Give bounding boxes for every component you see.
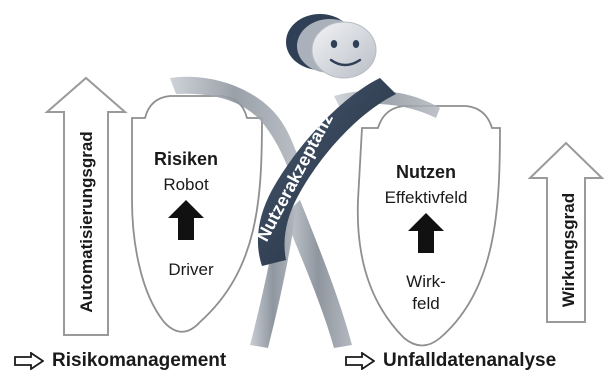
wirkungsgrad-arrow: Wirkungsgrad bbox=[527, 141, 605, 323]
benefit-shield: Nutzen Effektivfeld Wirk- feld bbox=[356, 105, 501, 347]
eye-left-icon bbox=[330, 40, 338, 48]
risk-title: Risiken bbox=[154, 149, 218, 169]
arrow-right-icon bbox=[345, 352, 375, 370]
risikomanagement-label: Risikomanagement bbox=[52, 350, 227, 371]
arrow-right-icon bbox=[14, 352, 44, 370]
band-shape bbox=[257, 78, 396, 266]
benefit-title: Nutzen bbox=[396, 162, 456, 182]
automatisierungsgrad-arrow: Automatisierungsgrad bbox=[44, 76, 128, 336]
eye-right-icon bbox=[352, 40, 360, 48]
bottom-left-item: Risikomanagement bbox=[14, 350, 226, 372]
unfalldatenanalyse-label: Unfalldatenanalyse bbox=[383, 350, 557, 371]
benefit-bottom-label-2: feld bbox=[412, 294, 439, 313]
risk-shield: Risiken Robot Driver bbox=[131, 95, 263, 333]
automatisierungsgrad-label: Automatisierungsgrad bbox=[77, 131, 96, 312]
benefit-bottom-label-1: Wirk- bbox=[406, 272, 446, 291]
leg-right bbox=[284, 200, 352, 348]
arrow-up-icon bbox=[44, 76, 128, 336]
smiley-head-icon bbox=[311, 21, 377, 79]
smile-icon bbox=[329, 58, 362, 67]
wirkungsgrad-label: Wirkungsgrad bbox=[559, 193, 578, 307]
arrow-up-icon bbox=[168, 200, 204, 240]
bottom-right-item: Unfalldatenanalyse bbox=[345, 350, 556, 372]
arm-left bbox=[170, 76, 300, 168]
arrow-up-icon bbox=[408, 213, 444, 253]
risk-bottom-label: Driver bbox=[168, 260, 214, 279]
arrow-up-icon bbox=[527, 141, 605, 323]
benefit-top-label: Effektivfeld bbox=[385, 188, 468, 207]
risk-top-label: Robot bbox=[163, 175, 209, 194]
